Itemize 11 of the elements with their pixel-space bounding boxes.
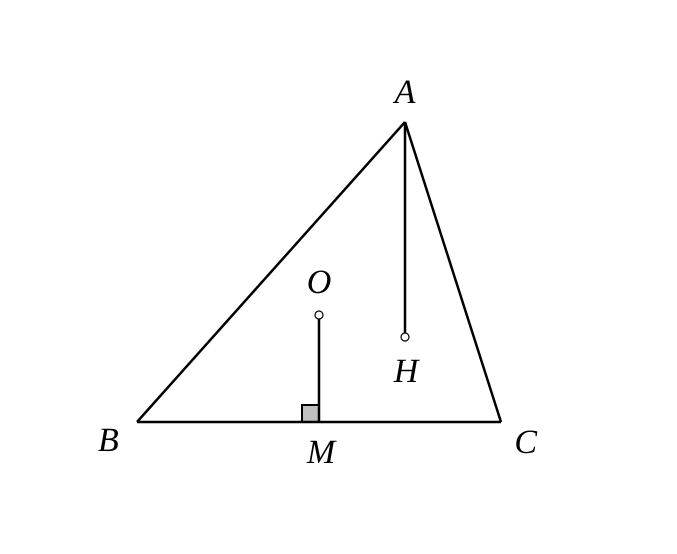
line-segment	[314, 310, 324, 422]
point-label: O	[302, 266, 336, 317]
line-segment	[136, 121, 406, 423]
line-segment	[404, 122, 502, 422]
point-label: C	[499, 418, 537, 460]
point-label: A	[389, 76, 421, 124]
line-segment	[400, 122, 410, 342]
point-label: B	[98, 418, 140, 458]
point-label: H	[389, 335, 423, 389]
point-label: M	[302, 420, 340, 470]
line-segment	[137, 420, 501, 424]
